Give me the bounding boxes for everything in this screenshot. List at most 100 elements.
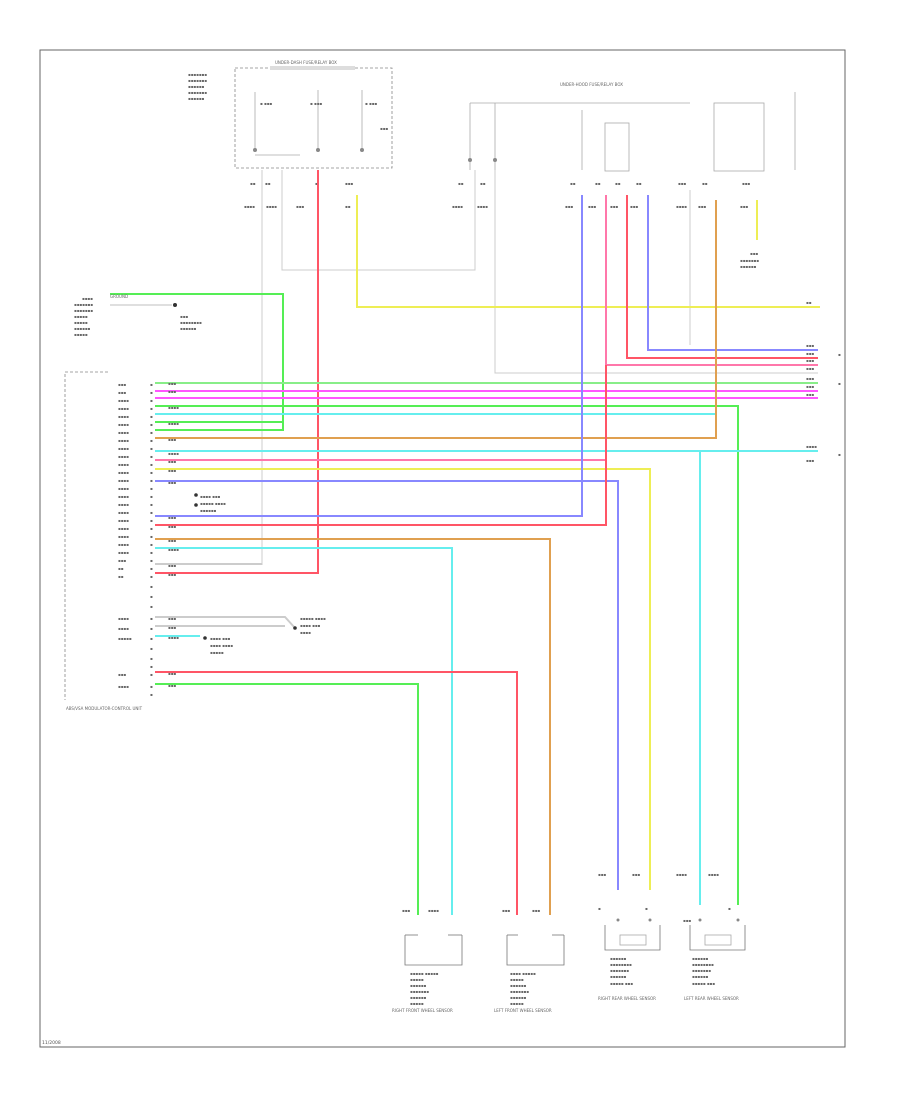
svg-text:▪▪▪: ▪▪▪ [502, 908, 510, 913]
svg-text:▪: ▪ [150, 534, 153, 539]
svg-text:▪: ▪ [150, 494, 153, 499]
svg-text:▪▪▪: ▪▪▪ [168, 468, 176, 473]
svg-text:▪▪▪▪: ▪▪▪▪ [477, 204, 488, 209]
svg-text:▪: ▪ [645, 906, 648, 911]
svg-text:▪: ▪ [150, 430, 153, 435]
svg-text:▪▪▪▪▪▪: ▪▪▪▪▪▪ [74, 326, 91, 331]
svg-text:▪▪▪▪: ▪▪▪▪ [708, 872, 719, 877]
svg-text:▪: ▪ [150, 672, 153, 677]
sensor-4-label: LEFT REAR WHEEL SENSOR [684, 996, 739, 1001]
svg-text:▪▪▪▪: ▪▪▪▪ [118, 430, 129, 435]
svg-text:▪▪▪: ▪▪▪ [168, 563, 176, 568]
svg-text:▪▪▪: ▪▪▪ [168, 437, 176, 442]
svg-text:▪▪▪▪: ▪▪▪▪ [118, 422, 129, 427]
svg-text:▪▪▪▪: ▪▪▪▪ [118, 470, 129, 475]
svg-text:▪▪▪▪: ▪▪▪▪ [118, 406, 129, 411]
svg-text:▪▪▪▪: ▪▪▪▪ [118, 502, 129, 507]
svg-text:▪▪▪▪: ▪▪▪▪ [118, 462, 129, 467]
wire-green-loop [110, 293, 284, 431]
footer-code: 11/2008 [42, 1040, 61, 1046]
svg-text:▪▪▪▪▪▪: ▪▪▪▪▪▪ [610, 956, 627, 961]
wire-row-6 [155, 200, 717, 439]
svg-text:▪▪▪▪▪: ▪▪▪▪▪ [510, 977, 524, 982]
wire-low-1 [155, 616, 296, 629]
wire-pink-top [605, 195, 818, 366]
svg-text:▪: ▪ [150, 542, 153, 547]
svg-text:▪▪▪: ▪▪▪ [806, 351, 814, 356]
sensor-2-label: LEFT FRONT WHEEL SENSOR [494, 1008, 552, 1013]
left-module-label: GROUND [110, 294, 128, 299]
left-ground-label: ▪▪▪▪ ▪▪▪▪▪▪▪ ▪▪▪▪▪▪▪ ▪▪▪▪▪ ▪▪▪▪▪ ▪▪▪▪▪▪ … [74, 296, 202, 337]
svg-text:▪: ▪ [838, 452, 841, 457]
svg-text:▪▪▪▪▪ ▪▪▪▪: ▪▪▪▪▪ ▪▪▪▪ [300, 616, 326, 621]
wire-row-15 [155, 547, 453, 915]
svg-text:▪▪▪▪▪▪▪▪: ▪▪▪▪▪▪▪▪ [610, 962, 632, 967]
svg-text:▪▪▪▪▪: ▪▪▪▪▪ [510, 1001, 524, 1006]
svg-text:▪▪▪▪▪▪: ▪▪▪▪▪▪ [188, 96, 205, 101]
svg-text:▪▪▪▪: ▪▪▪▪ [168, 451, 179, 456]
svg-text:▪▪▪▪▪▪: ▪▪▪▪▪▪ [610, 974, 627, 979]
svg-text:▪▪▪▪▪▪: ▪▪▪▪▪▪ [410, 983, 427, 988]
svg-text:▪▪▪: ▪▪▪ [168, 524, 176, 529]
svg-text:▪▪: ▪▪ [570, 181, 576, 186]
svg-text:▪▪▪▪▪▪: ▪▪▪▪▪▪ [410, 995, 427, 1000]
svg-text:▪▪: ▪▪ [118, 574, 124, 579]
svg-text:▪▪▪▪: ▪▪▪▪ [168, 421, 179, 426]
svg-text:▪▪▪▪: ▪▪▪▪ [118, 550, 129, 555]
svg-text:▪: ▪ [150, 646, 153, 651]
gray-wires-top [261, 170, 818, 565]
wire-row-3 [155, 405, 739, 905]
svg-text:▪: ▪ [150, 526, 153, 531]
svg-text:▪▪▪: ▪▪▪ [380, 126, 388, 131]
svg-text:▪▪: ▪▪ [458, 181, 464, 186]
left-connector-module: ▪▪▪▪ ▪▪▪▪ ▪▪▪▪▪ ▪▪▪▪▪ ▪▪▪▪▪ ▪▪▪▪▪ ▪▪▪▪▪ … [64, 371, 153, 700]
terminal-labels-top: ▪▪▪▪ ▪▪▪▪ ▪▪▪▪ ▪▪▪▪ ▪▪▪▪ ▪▪▪▪▪ ▪▪▪ ▪▪▪▪▪… [244, 181, 750, 209]
svg-text:▪▪▪: ▪▪▪ [118, 558, 126, 563]
sensor-1-label: RIGHT FRONT WHEEL SENSOR [392, 1008, 453, 1013]
junction-labels: ▪▪▪▪ ▪▪▪ ▪▪▪▪▪ ▪▪▪▪ ▪▪▪▪▪▪ ▪▪▪▪▪ ▪▪▪▪ ▪▪… [200, 494, 326, 655]
svg-text:▪▪▪▪▪ ▪▪▪: ▪▪▪▪▪ ▪▪▪ [610, 981, 633, 986]
svg-text:▪▪: ▪▪ [345, 204, 351, 209]
wire-low-green [155, 683, 419, 915]
svg-text:▪▪▪▪: ▪▪▪▪ [806, 444, 817, 449]
svg-text:▪▪▪▪: ▪▪▪▪ [118, 414, 129, 419]
svg-text:▪▪▪▪: ▪▪▪▪ [300, 630, 311, 635]
svg-text:▪▪▪: ▪▪▪ [168, 515, 176, 520]
svg-text:▪▪▪: ▪▪▪ [168, 616, 176, 621]
wire-low-red [155, 671, 518, 915]
svg-text:▪▪▪▪▪▪▪: ▪▪▪▪▪▪▪ [410, 989, 429, 994]
top-right-fuse-box [468, 92, 796, 172]
svg-text:▪▪▪▪▪▪▪: ▪▪▪▪▪▪▪ [188, 72, 207, 77]
svg-text:▪▪: ▪▪ [702, 181, 708, 186]
svg-text:▪▪▪▪▪: ▪▪▪▪▪ [410, 977, 424, 982]
svg-text:▪▪▪▪▪▪: ▪▪▪▪▪▪ [510, 983, 527, 988]
svg-text:▪: ▪ [150, 664, 153, 669]
svg-text:▪: ▪ [598, 906, 601, 911]
svg-text:▪▪▪▪: ▪▪▪▪ [676, 872, 687, 877]
svg-text:▪▪▪▪▪▪▪: ▪▪▪▪▪▪▪ [740, 258, 759, 263]
svg-text:▪: ▪ [150, 594, 153, 599]
svg-text:▪▪▪▪▪▪: ▪▪▪▪▪▪ [180, 326, 197, 331]
svg-text:▪: ▪ [150, 462, 153, 467]
svg-text:▪▪▪▪: ▪▪▪▪ [676, 204, 687, 209]
svg-text:▪▪▪: ▪▪▪ [806, 458, 814, 463]
svg-text:▪: ▪ [150, 550, 153, 555]
svg-text:▪▪: ▪▪ [806, 300, 812, 305]
svg-text:▪▪: ▪▪ [480, 181, 486, 186]
svg-text:▪▪▪▪▪▪▪: ▪▪▪▪▪▪▪ [510, 989, 529, 994]
svg-text:▪▪▪: ▪▪▪ [806, 384, 814, 389]
svg-text:▪▪▪▪▪▪: ▪▪▪▪▪▪ [740, 264, 757, 269]
sensor-3-label: RIGHT REAR WHEEL SENSOR [598, 996, 656, 1001]
svg-text:▪▪▪▪ ▪▪▪: ▪▪▪▪ ▪▪▪ [300, 623, 321, 628]
wire-red-top [155, 170, 319, 574]
svg-text:▪▪: ▪▪ [265, 181, 271, 186]
wire-row-12 [155, 195, 583, 517]
svg-text:▪: ▪ [150, 510, 153, 515]
svg-text:▪▪▪▪▪▪: ▪▪▪▪▪▪ [200, 508, 217, 513]
svg-text:▪▪▪▪: ▪▪▪▪ [118, 542, 129, 547]
svg-text:▪▪▪▪▪▪▪: ▪▪▪▪▪▪▪ [692, 968, 711, 973]
svg-text:▪▪▪▪▪▪: ▪▪▪▪▪▪ [188, 84, 205, 89]
svg-text:▪▪▪▪▪▪▪▪: ▪▪▪▪▪▪▪▪ [692, 962, 714, 967]
svg-text:▪: ▪ [150, 382, 153, 387]
svg-text:▪▪▪: ▪▪▪ [532, 908, 540, 913]
